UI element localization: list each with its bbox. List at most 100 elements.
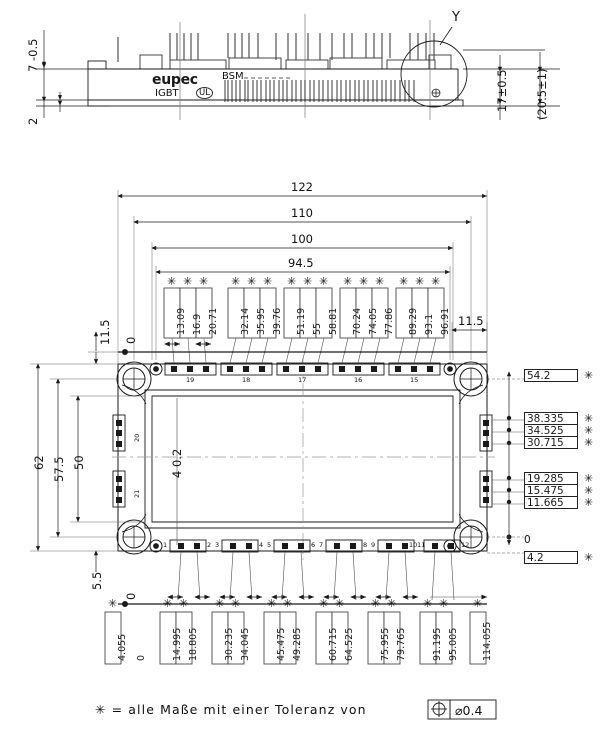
tolerance-star-icon: ✳ (183, 275, 193, 288)
bottom-pin-dim-value: 14.995 (172, 627, 183, 661)
tolerance-star-icon: ✳ (473, 597, 483, 610)
tolerance-star-icon: ✳ (215, 597, 225, 610)
pin-number-bottom: 9 (371, 541, 376, 549)
right-dim-value: 15.475 (524, 484, 578, 497)
tolerance-star-icon: ✳ (231, 275, 241, 288)
right-dim-value: 54.2 (524, 369, 578, 382)
tolerance-star-icon: ✳ (287, 275, 297, 288)
bottom-pin-dim-value: 95.005 (448, 627, 459, 661)
pin-number-top: 19 (186, 376, 195, 384)
pin-number-bottom: 10 (409, 541, 418, 549)
top-pin-dim-value: 77.86 (384, 307, 395, 335)
top-pin-dim-value: 32.14 (240, 307, 251, 335)
plan-dim-100: 100 (291, 232, 313, 246)
pin-number-bottom: 2 (207, 541, 212, 549)
datum-zero-bottom: 0 (124, 592, 138, 600)
pin-number-top: 16 (354, 376, 363, 384)
ul-mark-icon: UL (196, 87, 213, 99)
tolerance-star-icon: ✳ (319, 275, 329, 288)
tolerance-star-icon: ✳ (335, 597, 345, 610)
tolerance-star-icon: ✳ (247, 275, 257, 288)
top-pin-dim-value: 58.81 (328, 307, 339, 335)
top-pin-dim-value: 89.29 (408, 307, 419, 335)
pin-number-top: 17 (298, 376, 307, 384)
pin-number-bottom: 1 (163, 541, 168, 549)
bottom-pin-dim-value: 79.765 (396, 627, 407, 661)
brand-logo-eupec: eupec (152, 72, 198, 88)
right-dim-value: 0 (524, 534, 531, 546)
tolerance-star-icon: ✳ (267, 597, 277, 610)
pin-number-bottom: 5 (267, 541, 272, 549)
bottom-pin-dim-value: 0 (136, 654, 147, 661)
tolerance-star-icon: ✳ (431, 275, 441, 288)
pin-number-top: 18 (242, 376, 251, 384)
tolerance-star-icon: ✳ (399, 275, 409, 288)
plan-dim-110: 110 (291, 206, 313, 220)
tolerance-star-icon: ✳ (584, 472, 594, 485)
tolerance-star-icon: ✳ (319, 597, 329, 610)
tolerance-star-icon: ✳ (163, 597, 173, 610)
plan-dim-122: 122 (291, 180, 313, 194)
top-pin-dim-value: 35.95 (256, 307, 267, 335)
pin-number-bottom: 11 (417, 541, 426, 549)
tolerance-star-icon: ✳ (375, 275, 385, 288)
tolerance-star-icon: ✳ (108, 597, 118, 610)
plan-dim-5-5: 5.5 (90, 571, 104, 590)
top-pin-dim-value: 51.19 (296, 307, 307, 335)
bottom-pin-dim-value: 114.055 (482, 621, 493, 661)
side-dim-2: 2 (26, 117, 40, 125)
right-dim-value: 30.715 (524, 436, 578, 449)
tolerance-star-icon: ✳ (303, 275, 313, 288)
top-pin-dim-value: 13.09 (176, 307, 187, 335)
right-dim-value: 34.525 (524, 424, 578, 437)
tolerance-star-icon: ✳ (584, 496, 594, 509)
plan-dim-11-5-right: 11.5 (458, 314, 484, 328)
tolerance-star-icon: ✳ (584, 484, 594, 497)
plan-dim-62: 62 (32, 455, 46, 470)
tolerance-star-icon: ✳ (584, 436, 594, 449)
pin-number-bottom: 3 (215, 541, 220, 549)
bottom-pin-dim-value: 75.955 (380, 627, 391, 661)
side-dim-7: 7 -0.5 (26, 38, 40, 72)
tolerance-star-icon: ✳ (359, 275, 369, 288)
pin-number-bottom: 4 (259, 541, 264, 549)
tolerance-star-icon: ✳ (263, 275, 273, 288)
datum-zero-top: 0 (124, 336, 138, 344)
plan-dim-11-5-left: 11.5 (98, 319, 112, 345)
tolerance-note-text: ✳ = alle Maße mit einer Toleranz von (95, 702, 367, 717)
right-dim-value: 4.2 (524, 551, 578, 564)
plan-dim-57-5: 57.5 (52, 456, 66, 482)
bottom-pin-dim-value: 64.525 (344, 627, 355, 661)
top-pin-dim-value: 39.76 (272, 307, 283, 335)
pin-number-side: 21 (133, 489, 141, 498)
tolerance-value: ⌀0.4 (455, 703, 483, 718)
right-dim-value: 38.335 (524, 412, 578, 425)
bottom-pin-dim-value: 18.805 (188, 627, 199, 661)
top-pin-dim-value: 74.05 (368, 307, 379, 335)
bottom-pin-dim-value: 60.715 (328, 627, 339, 661)
tolerance-star-icon: ✳ (371, 597, 381, 610)
right-dim-value: 19.285 (524, 472, 578, 485)
tolerance-star-icon: ✳ (415, 275, 425, 288)
bottom-pin-dim-value: 49.285 (292, 627, 303, 661)
brand-sub-igbt: IGBT (155, 88, 179, 99)
bottom-pin-dim-value: 34.045 (240, 627, 251, 661)
bottom-pin-dim-value: 91.195 (432, 627, 443, 661)
tolerance-star-icon: ✳ (423, 597, 433, 610)
top-pin-dim-value: 96.91 (440, 307, 451, 335)
pin-number-bottom: 7 (319, 541, 324, 549)
top-pin-dim-value: 70.24 (352, 307, 363, 335)
top-pin-dim-value: 93.1 (424, 313, 435, 335)
tolerance-star-icon: ✳ (231, 597, 241, 610)
side-dim-20-5: (20.5±1) (535, 68, 549, 120)
type-code-bsm: BSM (222, 71, 244, 82)
top-pin-dim-value: 20.71 (208, 307, 219, 335)
top-pin-dim-value: 55 (312, 322, 323, 335)
tolerance-star-icon: ✳ (584, 412, 594, 425)
tolerance-star-icon: ✳ (167, 275, 177, 288)
pin-number-top: 15 (410, 376, 419, 384)
right-dim-value: 11.665 (524, 496, 578, 509)
tolerance-star-icon: ✳ (343, 275, 353, 288)
pin-number-bottom: 6 (311, 541, 316, 549)
